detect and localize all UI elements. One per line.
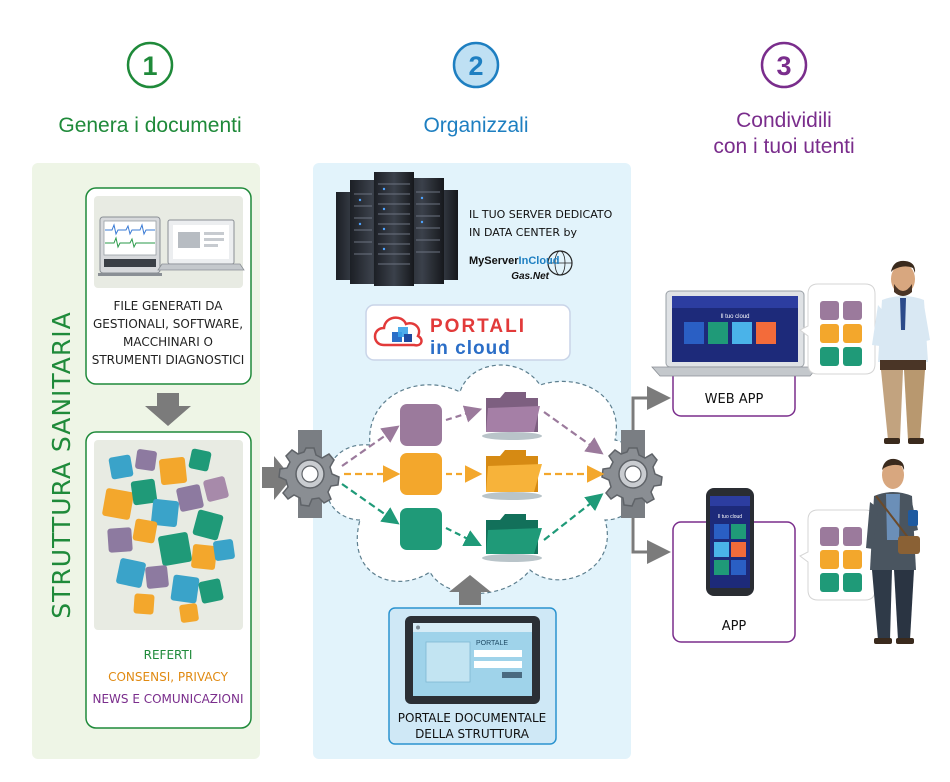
web-app-label: WEB APP (705, 392, 764, 407)
folder-icon (482, 392, 542, 440)
step-2-label: Organizzali (423, 114, 528, 137)
medical-monitor-icon (98, 216, 162, 276)
portal-box: PORTALE PORTALE DOCUMENTALE DELLA STRUTT… (388, 607, 557, 745)
folder-orange-icon (482, 450, 542, 500)
server-rack-icon (336, 172, 458, 286)
struttura-sanitaria-label: STRUTTURA SANITARIA (47, 311, 76, 618)
portali-word: PORTALI (430, 316, 526, 337)
smartphone-icon: Il tuo cloud (706, 488, 754, 596)
arrow-docs-to-cloud (262, 456, 292, 500)
in-cloud-word: in cloud (430, 338, 511, 359)
portal-box-line-2: DELLA STRUTTURA (415, 727, 530, 741)
step-2-number: 2 (468, 51, 483, 81)
files-box-line-3: MACCHINARI O (123, 335, 213, 349)
person-bag-icon (898, 536, 920, 554)
person-icon (872, 260, 930, 444)
brand-myserver: MyServer (469, 255, 519, 267)
step-2-header: 2 Organizzali (423, 41, 529, 137)
tile-purple (400, 404, 442, 446)
down-arrow-files-to-docs (145, 393, 191, 426)
files-box-line-1: FILE GENERATI DA (113, 299, 223, 313)
gear-right-icon (601, 430, 663, 518)
arrow-gear-to-teal (341, 483, 400, 525)
arrow-gear-to-purple (341, 425, 400, 467)
step-1-circle (126, 41, 174, 89)
tablet-icon: PORTALE (405, 616, 540, 704)
arrow-tile-to-folder-teal (445, 527, 482, 546)
app-label: APP (722, 619, 747, 634)
arrow-tile-to-folder-purple (445, 405, 483, 423)
gear-icon (278, 430, 340, 518)
tablet-screen-label: PORTALE (476, 640, 508, 647)
app-tiles-2-icon (799, 509, 876, 601)
server-text-line-2: IN DATA CENTER by (469, 226, 577, 239)
arrow-gear-to-app (631, 518, 671, 564)
tile-orange (400, 453, 442, 495)
step-3-label-line-1: Condividili (736, 109, 832, 132)
step-2-circle (452, 41, 500, 89)
files-box-line-2: GESTIONALI, SOFTWARE, (93, 317, 243, 331)
laptop-icon (157, 219, 245, 271)
tile-teal (400, 508, 442, 550)
documents-line-news: NEWS E COMUNICAZIONI (92, 692, 243, 706)
webapp-screen-title: Il tuo cloud (720, 314, 749, 320)
portali-in-cloud-logo: PORTALI in cloud (365, 304, 571, 361)
svg-text:MyServerInCloud: MyServerInCloud (469, 255, 559, 267)
step-1-number: 1 (142, 51, 157, 81)
portal-box-line-1: PORTALE DOCUMENTALE (398, 711, 546, 725)
brand-gasnet: Gas.Net (511, 271, 549, 282)
arrow-folder-to-gear-purple (543, 411, 604, 455)
server-text-line-1: IL TUO SERVER DEDICATO (469, 208, 613, 221)
cloud-logo-icon (373, 316, 423, 347)
arrow-folder-to-gear-teal (543, 493, 604, 541)
brand-incloud: InCloud (519, 255, 560, 267)
files-box: FILE GENERATI DA GESTIONALI, SOFTWARE, M… (85, 187, 252, 385)
step-3-number: 3 (776, 51, 791, 81)
app-tiles-icon (799, 283, 876, 375)
files-box-line-4: STRUMENTI DIAGNOSTICI (92, 353, 245, 367)
document-tiles-icon (102, 448, 235, 623)
step-3-label-line-2: con i tuoi utenti (713, 135, 854, 158)
folder-teal-icon (482, 514, 542, 562)
step-1-label: Genera i documenti (58, 114, 241, 137)
documents-box: REFERTI CONSENSI, PRIVACY NEWS E COMUNIC… (85, 431, 252, 729)
person-2-icon (866, 458, 920, 644)
arrow-gear-to-webapp (631, 386, 671, 430)
step-3-header: 3 Condividili con i tuoi utenti (713, 41, 855, 158)
laptop-icon: Il tuo cloud (651, 290, 819, 377)
documents-line-consensi: CONSENSI, PRIVACY (108, 670, 228, 684)
person-phone-icon (908, 510, 918, 526)
step-3-circle (760, 41, 808, 89)
step-1-header: 1 Genera i documenti (58, 41, 242, 137)
arrow-portal-to-cloud (449, 575, 491, 605)
documents-line-referti: REFERTI (144, 648, 193, 662)
myserverincloud-logo: MyServerInCloud Gas.Net (469, 250, 573, 282)
app-screen-title: Il tuo cloud (718, 514, 742, 520)
